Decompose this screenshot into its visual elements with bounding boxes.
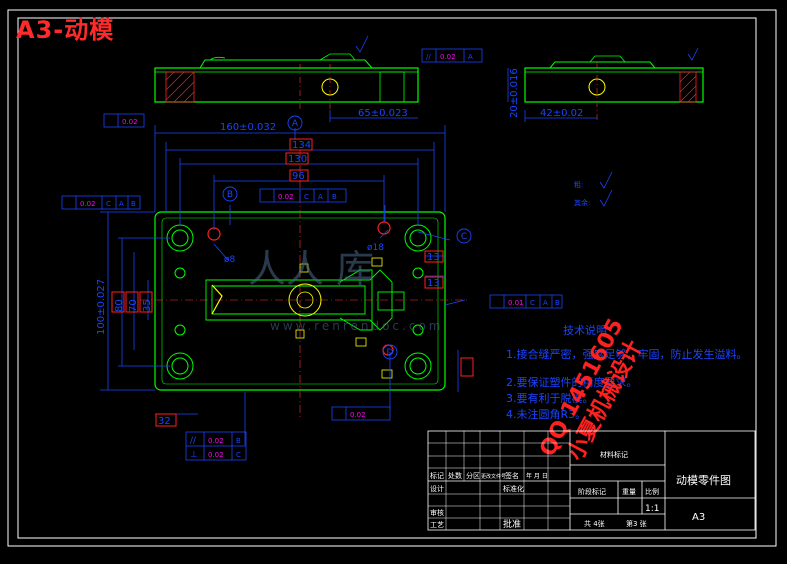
- tb-review: 审核: [430, 508, 444, 517]
- dim-32: 32: [158, 416, 171, 427]
- ft-right-b: B: [555, 299, 560, 307]
- dim-65: 65±0.023: [358, 108, 408, 119]
- dim-42: 42±0.02: [540, 108, 583, 119]
- dim-134: 134: [292, 140, 311, 151]
- qq-watermark: QQ 1451605 小夏机械设计: [535, 315, 647, 465]
- roughness-label-1: 粗:: [574, 180, 583, 189]
- notes-heading: 技术说明: [563, 323, 607, 337]
- ft-left-c: C: [106, 200, 111, 208]
- dim-100: 100±0.027: [96, 279, 107, 335]
- inner-border: [17, 17, 757, 539]
- datum-a: A: [292, 119, 299, 129]
- tb-part-name: 动模零件图: [676, 474, 731, 487]
- ft-left-b: B: [131, 200, 136, 208]
- tb-approve: 批准: [503, 518, 521, 530]
- ft-par-datum: B: [236, 437, 241, 445]
- ft-top-val: 0.02: [440, 53, 456, 61]
- note-4: 4.未注圆角R3。: [506, 407, 586, 421]
- ft-small-val: 0.02: [122, 118, 138, 126]
- ft-right-val: 0.01: [508, 299, 524, 307]
- dim-160: 160±0.032: [220, 122, 276, 133]
- top-section-view: [154, 53, 419, 112]
- note-1: 1.接合缝严密，强度足够，牢固，防止发生溢料。: [506, 347, 748, 361]
- datum-c: C: [461, 232, 467, 242]
- tb-h4: 签名: [505, 471, 519, 480]
- dim-d8: ø8: [224, 255, 236, 265]
- datum-b: B: [227, 190, 233, 200]
- outer-border: [7, 9, 777, 547]
- tolerance-frames: [61, 48, 563, 461]
- ft-mid-a: A: [318, 193, 323, 201]
- tb-design: 设计: [430, 484, 444, 493]
- note-3: 3.要有利于脱模。: [506, 391, 594, 405]
- tb-sheet: A3: [692, 512, 705, 523]
- watermark: 人人 库 www.renrendoc.com: [248, 247, 443, 333]
- tolerance-values: // 0.02 A 0.02 0.02 C A B 0.02 C A B 0.0…: [80, 53, 560, 460]
- note-2: 2.要保证塑件的精度要求。: [506, 375, 638, 389]
- ft-mid-b: B: [332, 193, 337, 201]
- tb-craft: 工艺: [430, 521, 444, 529]
- side-view: [524, 55, 704, 120]
- ft-par-sym: //: [190, 436, 197, 446]
- ft-right-c: C: [530, 299, 535, 307]
- ft-mid-c: C: [304, 193, 309, 201]
- tb-h2: 分区: [466, 471, 480, 480]
- tb-h5: 年 月 日: [526, 472, 548, 480]
- section-outline: [154, 67, 419, 103]
- dim-96: 96: [292, 171, 305, 182]
- tb-weight: 重量: [622, 488, 636, 496]
- ft-left-a: A: [119, 200, 124, 208]
- title-block-text: 标记 处数 分区 更改文件号 签名 年 月 日 设计 标准化 审核 工艺 批准 …: [430, 450, 731, 530]
- dim-13a: 13: [427, 252, 440, 263]
- dim-80: 80: [114, 299, 125, 312]
- watermark-logo: 人人 库: [248, 247, 374, 291]
- title-block: [427, 430, 756, 531]
- tb-material: 材料标记: [600, 450, 628, 459]
- ft-mid-val: 0.02: [278, 193, 294, 201]
- tb-h1: 处数: [448, 471, 462, 480]
- datum-d: D: [387, 348, 394, 358]
- tb-standard: 标准化: [503, 484, 524, 493]
- dim-130: 130: [288, 154, 307, 165]
- dim-13b: 13: [427, 278, 440, 289]
- dim-d18: ø18: [367, 243, 384, 253]
- ft-perp-val: 0.02: [208, 451, 224, 459]
- tb-h3: 更改文件号: [481, 473, 506, 480]
- tb-page: 第3 张: [626, 519, 647, 528]
- dim-20: 20±0.016: [509, 68, 520, 118]
- ft-par-val: 0.02: [208, 437, 224, 445]
- technical-notes: 技术说明 1.接合缝严密，强度足够，牢固，防止发生溢料。 2.要保证塑件的精度要…: [506, 323, 748, 421]
- ft-right-a: A: [543, 299, 548, 307]
- ft-top-sym: //: [426, 53, 431, 61]
- tb-stage: 阶段标记: [578, 487, 606, 496]
- ft-perp-datum: C: [236, 451, 241, 459]
- datum-markers: [222, 115, 472, 360]
- tb-scale-label: 比例: [645, 487, 659, 496]
- tb-scale: 1:1: [645, 504, 659, 514]
- roughness-symbols: [355, 35, 699, 207]
- sheet-title: A3-动模: [16, 16, 115, 44]
- tb-h0: 标记: [430, 471, 444, 480]
- ft-top-datum: A: [468, 53, 473, 61]
- ft-perp-sym: ⊥: [190, 450, 198, 460]
- dimension-texts: 160±0.032 134 130 96 65±0.023 42±0.02 20…: [96, 68, 583, 427]
- watermark-url: www.renrendoc.com: [270, 319, 443, 333]
- tb-total: 共 4张: [584, 519, 605, 528]
- ft-bottom-val: 0.02: [350, 411, 366, 419]
- dim-35: 35: [142, 299, 153, 312]
- ft-left-val: 0.02: [80, 200, 96, 208]
- roughness-label-2: 其余:: [574, 198, 590, 207]
- dim-70: 70: [128, 299, 139, 312]
